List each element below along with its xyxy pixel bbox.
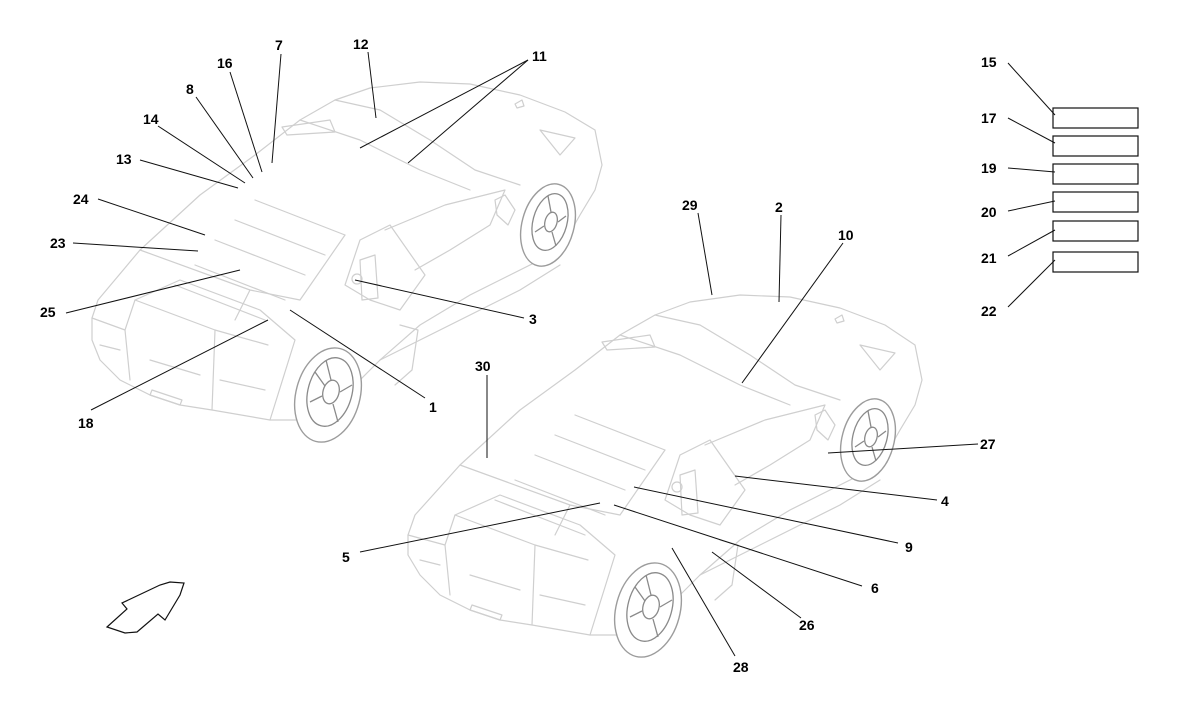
callout-18: 18 [78, 415, 94, 431]
callout-29: 29 [682, 197, 698, 213]
callout-9: 9 [905, 539, 913, 555]
direction-arrow-icon [105, 581, 185, 634]
callout-17: 17 [981, 110, 997, 126]
callout-25: 25 [40, 304, 56, 320]
label-plate-22 [1052, 251, 1139, 273]
callout-30: 30 [475, 358, 491, 374]
callout-1: 1 [429, 399, 437, 415]
label-plate-19 [1052, 163, 1139, 185]
callout-16: 16 [217, 55, 233, 71]
callout-3: 3 [529, 311, 537, 327]
leader-lines [65, 51, 1056, 657]
callout-26: 26 [799, 617, 815, 633]
callout-20: 20 [981, 204, 997, 220]
label-plate-15 [1052, 107, 1139, 129]
callout-23: 23 [50, 235, 66, 251]
callout-7: 7 [275, 37, 283, 53]
callout-19: 19 [981, 160, 997, 176]
callout-12: 12 [353, 36, 369, 52]
label-plate-20 [1052, 191, 1139, 213]
callout-15: 15 [981, 54, 997, 70]
callout-labels: 1 2 3 4 5 6 7 8 9 10 11 12 13 14 15 16 1… [40, 36, 997, 675]
car-left [91, 81, 603, 443]
label-plates [1052, 107, 1139, 273]
callout-27: 27 [980, 436, 996, 452]
label-plate-17 [1052, 135, 1139, 157]
callout-6: 6 [871, 580, 879, 596]
callout-11: 11 [532, 48, 547, 64]
callout-2: 2 [775, 199, 783, 215]
callout-8: 8 [186, 81, 194, 97]
callout-5: 5 [342, 549, 350, 565]
callout-21: 21 [981, 250, 997, 266]
callout-14: 14 [143, 111, 159, 127]
label-plate-21 [1052, 220, 1139, 242]
callout-4: 4 [941, 493, 949, 509]
callout-10: 10 [838, 227, 854, 243]
callout-13: 13 [116, 151, 132, 167]
callout-28: 28 [733, 659, 749, 675]
callout-24: 24 [73, 191, 89, 207]
callout-22: 22 [981, 303, 997, 319]
car-right [407, 294, 923, 658]
